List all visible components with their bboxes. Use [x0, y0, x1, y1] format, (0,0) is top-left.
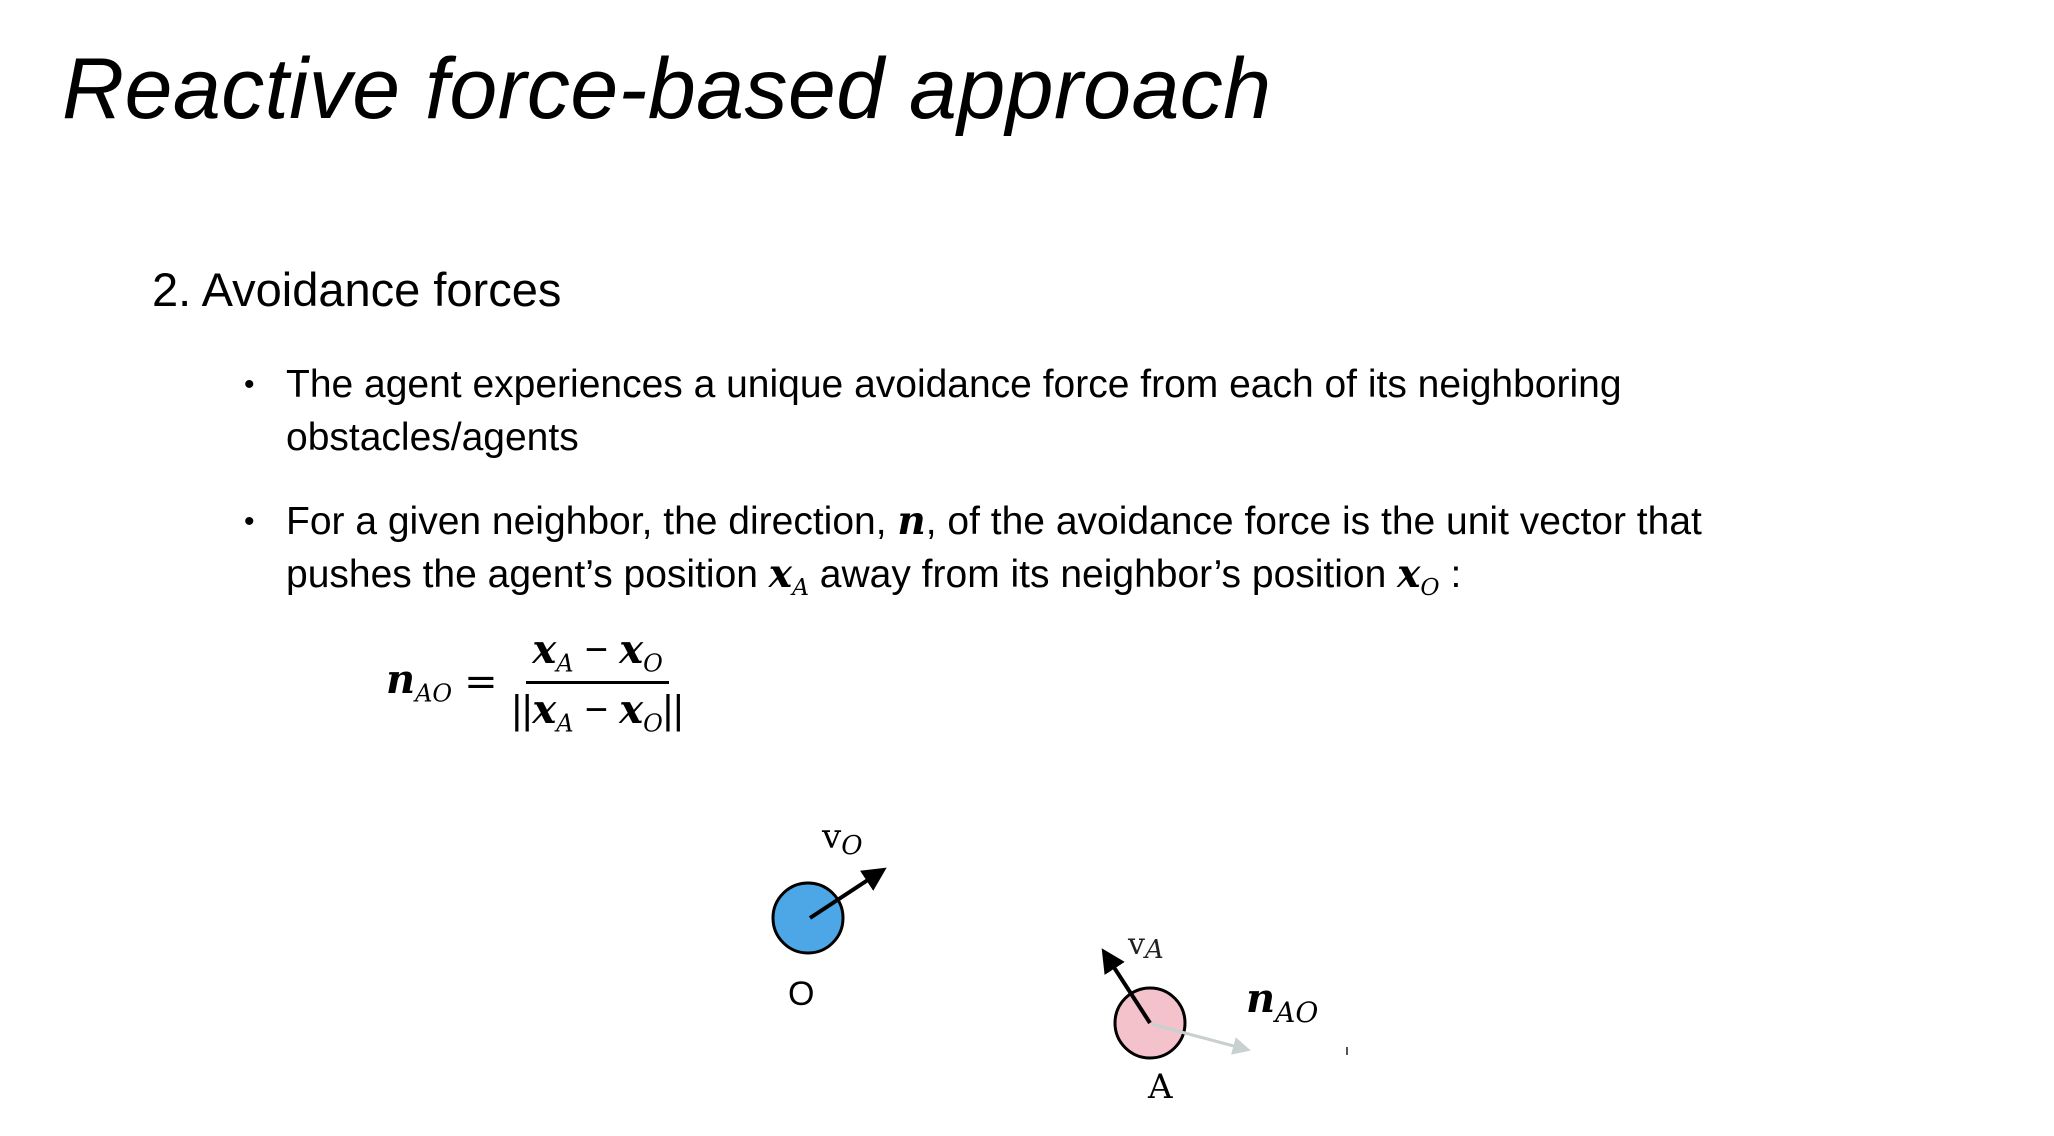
- x: x: [619, 626, 644, 673]
- minus: −: [584, 628, 609, 672]
- obstacle-velocity-arrow: [808, 867, 887, 920]
- bullet-dot: •: [244, 368, 255, 401]
- subscript: O: [1420, 573, 1440, 602]
- x: x: [532, 626, 557, 673]
- subscript: A: [556, 709, 574, 738]
- xa-symbol: x: [768, 551, 793, 597]
- norm-bars: ||: [662, 688, 684, 733]
- norm-bars: ||: [511, 688, 533, 733]
- equals-sign: =: [464, 658, 498, 705]
- denominator: ||xA − xO||: [512, 684, 684, 737]
- slide-title: Reactive force-based approach: [62, 41, 1272, 137]
- bullet-1: • The agent experiences a unique avoidan…: [244, 358, 2006, 464]
- bullet-1-line-2: obstacles/agents: [286, 416, 579, 459]
- n-symbol: n: [897, 498, 926, 544]
- section-heading: 2. Avoidance forces: [152, 263, 562, 316]
- text: away from its neighbor’s position: [808, 553, 1398, 596]
- subscript: A: [792, 573, 809, 602]
- agent-velocity-label: vA: [1127, 927, 1164, 965]
- bullet-2-line-2: pushes the agent’s position xA away from…: [286, 548, 2006, 614]
- bullet-1-line-1: The agent experiences a unique avoidance…: [286, 363, 1622, 406]
- formula: nAO = xA − xO ||xA − xO||: [386, 626, 684, 738]
- text: For a given neighbor, the direction,: [286, 500, 898, 543]
- minus: −: [584, 688, 609, 733]
- obstacle-velocity-label: vO: [821, 817, 863, 861]
- force-label: nAO: [1246, 975, 1318, 1029]
- n-symbol: n: [386, 656, 416, 704]
- avoidance-force-arrow: [1150, 1022, 1251, 1055]
- text: , of the avoidance force is the unit vec…: [925, 500, 1702, 543]
- subscript: A: [556, 649, 574, 678]
- subscript: AO: [415, 679, 453, 708]
- agent-label: A: [1147, 1067, 1173, 1107]
- obstacle-label: O: [788, 975, 814, 1013]
- bullet-dot: •: [244, 505, 255, 538]
- x: x: [619, 686, 644, 734]
- subscript: O: [643, 649, 663, 678]
- numerator: xA − xO: [526, 626, 669, 685]
- bullet-2: • For a given neighbor, the direction, n…: [244, 495, 2006, 614]
- obstacle-circle: [771, 881, 845, 955]
- xo-symbol: x: [1397, 551, 1421, 597]
- bullet-2-line-1: For a given neighbor, the direction, n, …: [286, 495, 2006, 548]
- x: x: [532, 686, 557, 734]
- subscript: O: [643, 709, 663, 738]
- formula-lhs: nAO: [386, 656, 452, 707]
- text: pushes the agent’s position: [286, 553, 769, 596]
- fraction: xA − xO ||xA − xO||: [512, 626, 684, 738]
- agent-velocity-arrow: [1101, 948, 1152, 1025]
- text: :: [1439, 553, 1462, 596]
